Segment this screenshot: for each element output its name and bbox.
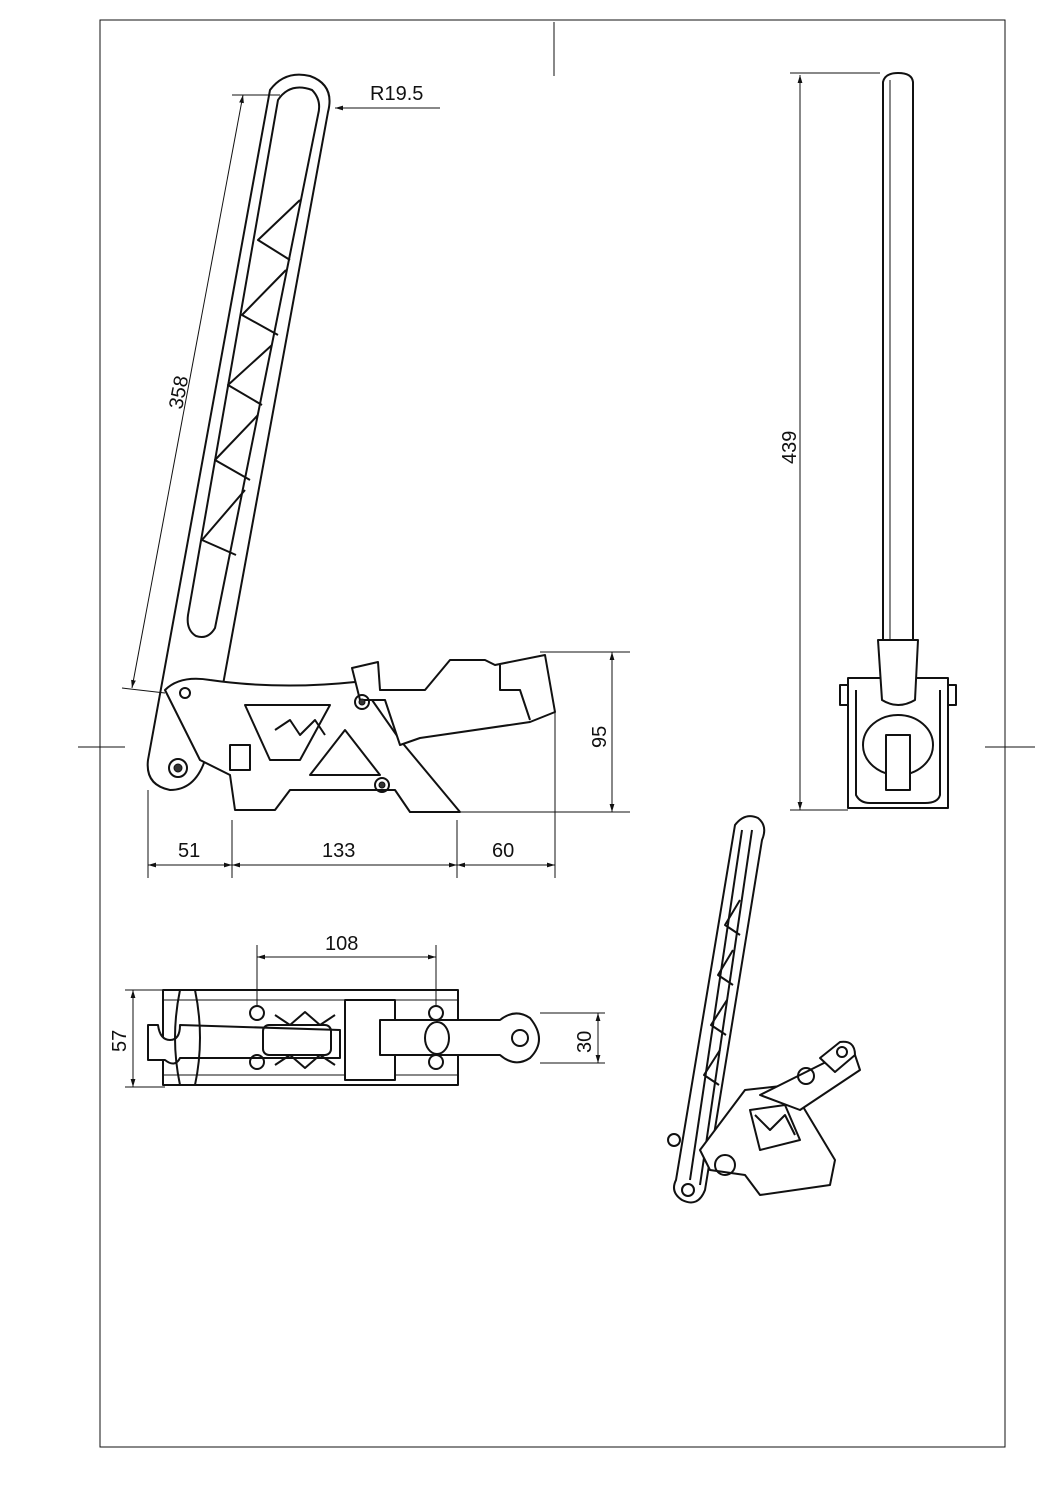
side-view [146,73,556,813]
dim-offset-left: 51 [178,840,200,862]
dim-overall-height: 439 [779,431,801,464]
dimension-lines-side [121,94,630,878]
drawing-frame [99,19,1006,1448]
dim-base-length: 133 [322,840,355,862]
dim-hole-spacing: 108 [325,933,358,955]
center-marks [78,22,1035,748]
bracket-window-2 [309,729,381,776]
dim-cylinder-width: 30 [574,1031,596,1053]
isometric-view [667,815,861,1204]
dim-offset-right: 60 [492,840,514,862]
bracket-window-1 [244,704,331,761]
master-cylinder [351,654,556,746]
front-view [839,72,957,809]
dim-base-width: 57 [109,1030,131,1052]
pivot-hole-icon [179,687,191,699]
lever-front [882,72,914,641]
dim-lever-length: 358 [165,374,193,411]
top-view [147,989,540,1086]
dimension-lines-top [125,945,605,1088]
dim-base-height: 95 [589,726,611,748]
dimension-lines-front [790,72,880,811]
dim-radius-tip: R19.5 [370,83,423,105]
